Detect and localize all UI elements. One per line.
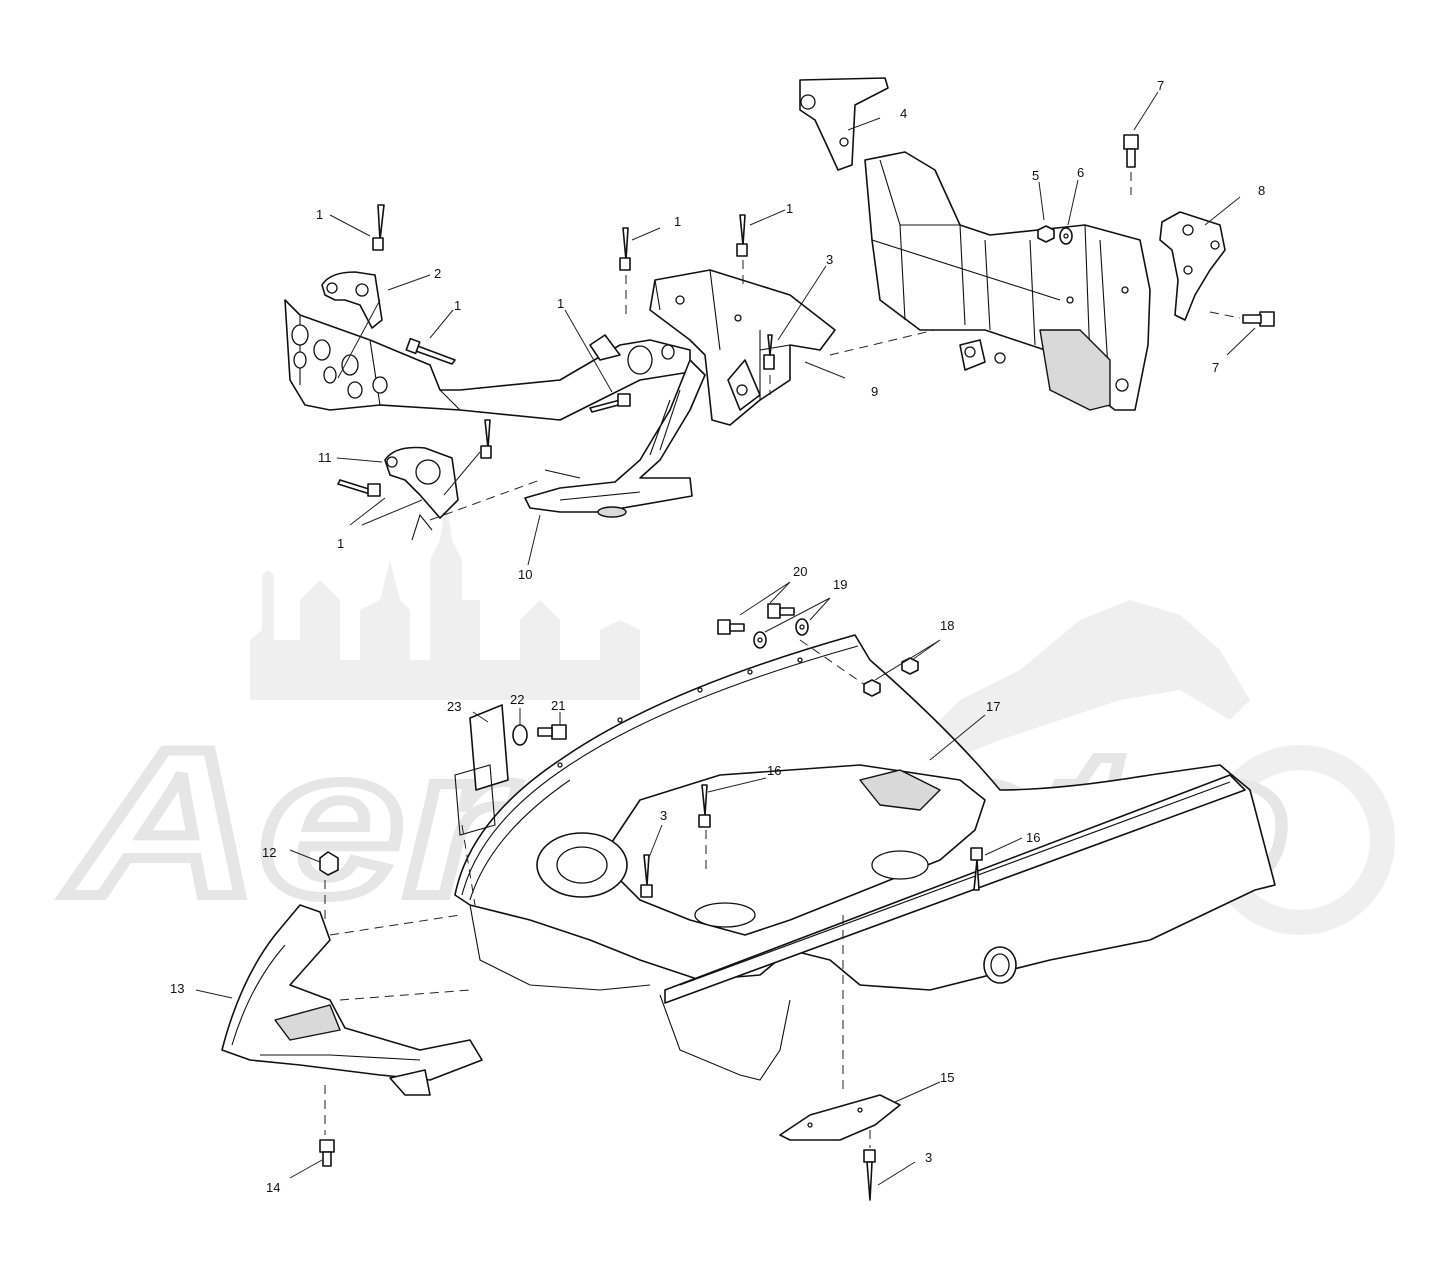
callout-9: 9 (871, 384, 878, 399)
bracket-8 (1159, 211, 1226, 321)
belly-pan-17 (454, 634, 1276, 1081)
watermark-bike-body (920, 600, 1250, 760)
decal-23 (454, 704, 509, 836)
callout-23: 23 (447, 699, 461, 714)
callout-19: 19 (833, 577, 847, 592)
bracket-11 (384, 446, 459, 519)
callout-17: 17 (986, 699, 1000, 714)
bracket-2 (321, 271, 383, 329)
callout-1: 1 (337, 536, 344, 551)
bracket-4 (799, 77, 889, 171)
callout-1: 1 (454, 298, 461, 313)
callout-16: 16 (767, 763, 781, 778)
spindle-10 (524, 359, 706, 518)
lower-assembly (221, 603, 1276, 1201)
callout-20: 20 (793, 564, 807, 579)
callout-21: 21 (551, 698, 565, 713)
cross-member (864, 151, 1151, 411)
callout-2: 2 (434, 266, 441, 281)
callout-1: 1 (316, 207, 323, 222)
callout-12: 12 (262, 845, 276, 860)
callout-3: 3 (660, 808, 667, 823)
callout-10: 10 (518, 567, 532, 582)
callout-1: 1 (674, 214, 681, 229)
callout-7: 7 (1157, 78, 1164, 93)
callout-1: 1 (557, 296, 564, 311)
callout-22: 22 (510, 692, 524, 707)
callout-1: 1 (786, 201, 793, 216)
callout-4: 4 (900, 106, 907, 121)
callout-13: 13 (170, 981, 184, 996)
bumper-13 (221, 904, 483, 1096)
callout-15: 15 (940, 1070, 954, 1085)
callout-7: 7 (1212, 360, 1219, 375)
upper-assembly-lines (411, 172, 1241, 541)
callout-16: 16 (1026, 830, 1040, 845)
upper-hardware (337, 134, 1275, 497)
callout-11: 11 (318, 450, 332, 465)
callout-6: 6 (1077, 165, 1084, 180)
steering-support-9 (649, 269, 836, 426)
callout-3: 3 (826, 252, 833, 267)
callouts: 1 2 1 1 1 1 3 4 5 6 7 8 7 9 11 1 10 20 1… (170, 78, 1265, 1195)
callout-5: 5 (1032, 168, 1039, 183)
watermark-cathedral (250, 500, 640, 700)
skid-plate-15 (779, 1094, 901, 1141)
callout-14: 14 (266, 1180, 280, 1195)
leader-lines (195, 91, 1256, 1186)
callout-18: 18 (940, 618, 954, 633)
lower-assembly-lines (324, 639, 871, 1148)
upper-frame-assembly (284, 77, 1275, 541)
callout-8: 8 (1258, 183, 1265, 198)
callout-3: 3 (925, 1150, 932, 1165)
